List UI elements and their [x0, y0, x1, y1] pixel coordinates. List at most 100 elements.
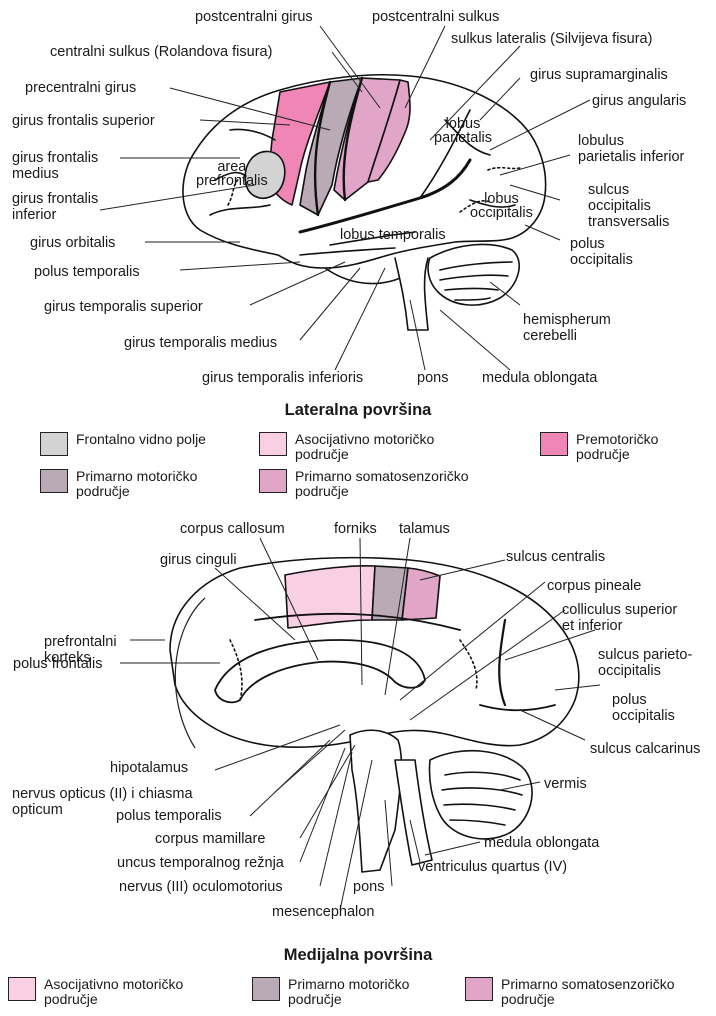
- lateral-surface-title: Lateralna površina: [0, 401, 716, 420]
- legend-text: Primarno motoričkopodručje: [76, 469, 197, 499]
- label-pineal-body: corpus pineale: [547, 578, 641, 594]
- label-inferior-frontal-gyrus: girus frontalis inferior: [12, 191, 98, 223]
- label-colliculi-line1: colliculus superior: [562, 602, 677, 618]
- label-occipital-pole-medial-line1: polus: [612, 692, 675, 708]
- label-thalamus: talamus: [399, 521, 450, 537]
- label-medulla-medial: medula oblongata: [484, 835, 599, 851]
- label-occipital-lobe-line2: occipitalis: [470, 206, 533, 220]
- legend-text: Frontalno vidno polje: [76, 432, 206, 447]
- legend-text: Primarno motoričkopodručje: [288, 977, 409, 1007]
- legend-text-line2: područje: [501, 992, 675, 1007]
- label-parietal-lobe-line1: lobus: [434, 117, 492, 131]
- label-fornix: forniks: [334, 521, 377, 537]
- label-inferior-temporal-gyrus: girus temporalis inferioris: [202, 370, 363, 386]
- legend-frontal-eye-field: Frontalno vidno polje: [40, 432, 206, 456]
- label-inferior-parietal-line1: lobulus: [578, 133, 684, 149]
- legend-swatch: [40, 432, 68, 456]
- label-vermis: vermis: [544, 776, 587, 792]
- legend-swatch: [40, 469, 68, 493]
- label-occipital-pole-line1: polus: [570, 236, 633, 252]
- label-middle-frontal-line1: girus frontalis: [12, 150, 98, 166]
- legend-swatch: [259, 469, 287, 493]
- label-parietal-lobe: lobus parietalis: [434, 117, 492, 145]
- label-temporal-lobe: lobus temporalis: [340, 227, 446, 243]
- label-occipital-pole-medial-line2: occipitalis: [612, 708, 675, 724]
- label-transverse-occipital-line3: transversalis: [588, 214, 669, 230]
- label-lateral-sulcus: sulkus lateralis (Silvijeva fisura): [451, 31, 652, 47]
- legend-swatch: [540, 432, 568, 456]
- legend-text-line1: Primarno motoričko: [76, 469, 197, 484]
- label-optic-nerve-line1: nervus opticus (II) i chiasma: [12, 786, 193, 802]
- legend-swatch: [465, 977, 493, 1001]
- label-prefrontal-area-line1: area: [196, 160, 268, 174]
- legend-swatch: [259, 432, 287, 456]
- label-prefrontal-area-line2: prefrontalis: [196, 174, 268, 188]
- label-mamillary-body: corpus mamillare: [155, 831, 265, 847]
- label-calcarine-sulcus: sulcus calcarinus: [590, 741, 700, 757]
- label-cerebellar-hemisphere-line1: hemispherum: [523, 312, 611, 328]
- label-middle-frontal-line2: medius: [12, 166, 98, 182]
- label-postcentral-sulcus: postcentralni sulkus: [372, 9, 499, 25]
- legend-text-line1: Asocijativno motoričko: [44, 977, 183, 992]
- label-central-sulcus: centralni sulkus (Rolandova fisura): [50, 44, 272, 60]
- label-occipital-pole-medial: polus occipitalis: [612, 692, 675, 724]
- label-transverse-occipital-line1: sulcus: [588, 182, 669, 198]
- label-parieto-occipital-line1: sulcus parieto-: [598, 647, 692, 663]
- label-colliculi: colliculus superior et inferior: [562, 602, 677, 634]
- label-temporal-pole: polus temporalis: [34, 264, 140, 280]
- label-occipital-pole: polus occipitalis: [570, 236, 633, 268]
- label-hypothalamus: hipotalamus: [110, 760, 188, 776]
- legend-text-line2: područje: [288, 992, 409, 1007]
- legend-text-line1: Primarno motoričko: [288, 977, 409, 992]
- legend-text-line1: Frontalno vidno polje: [76, 432, 206, 447]
- label-cerebellar-hemisphere: hemispherum cerebelli: [523, 312, 611, 344]
- label-inferior-parietal-line2: parietalis inferior: [578, 149, 684, 165]
- label-precentral-gyrus: precentralni girus: [25, 80, 136, 96]
- label-inferior-frontal-line2: inferior: [12, 207, 98, 223]
- label-parieto-occipital-line2: occipitalis: [598, 663, 692, 679]
- label-prefrontal-area: area prefrontalis: [196, 160, 268, 188]
- label-uncus: uncus temporalnog režnja: [117, 855, 284, 871]
- label-occipital-lobe-line1: lobus: [470, 192, 533, 206]
- label-frontal-pole: polus frontalis: [13, 656, 102, 672]
- label-cerebellar-hemisphere-line2: cerebelli: [523, 328, 611, 344]
- label-medulla-lateral: medula oblongata: [482, 370, 597, 386]
- label-superior-frontal-gyrus: girus frontalis superior: [12, 113, 155, 129]
- legend-text-line1: Premotoričko: [576, 432, 658, 447]
- label-prefrontal-cortex-line1: prefrontalni: [44, 634, 117, 650]
- label-pons-lateral: pons: [417, 370, 448, 386]
- label-occipital-pole-line2: occipitalis: [570, 252, 633, 268]
- label-inferior-parietal-lobule: lobulus parietalis inferior: [578, 133, 684, 165]
- label-transverse-occipital-line2: occipitalis: [588, 198, 669, 214]
- legend-swatch: [252, 977, 280, 1001]
- label-middle-temporal-gyrus: girus temporalis medius: [124, 335, 277, 351]
- legend-text-line1: Asocijativno motoričko: [295, 432, 434, 447]
- label-middle-frontal-gyrus: girus frontalis medius: [12, 150, 98, 182]
- label-oculomotor-nerve: nervus (III) oculomotorius: [119, 879, 283, 895]
- legend-text-line2: područje: [295, 484, 469, 499]
- label-inferior-frontal-line1: girus frontalis: [12, 191, 98, 207]
- legend-text-line1: Primarno somatosenzoričko: [295, 469, 469, 484]
- label-orbital-gyrus: girus orbitalis: [30, 235, 115, 251]
- label-postcentral-gyrus: postcentralni girus: [195, 9, 313, 25]
- label-cingulate-gyrus: girus cinguli: [160, 552, 237, 568]
- label-temporal-pole-medial: polus temporalis: [116, 808, 222, 824]
- legend-text-line2: područje: [295, 447, 434, 462]
- label-transverse-occipital-sulcus: sulcus occipitalis transversalis: [588, 182, 669, 230]
- legend-text: Asocijativno motoričkopodručje: [44, 977, 183, 1007]
- medial-surface-title: Medijalna površina: [0, 946, 716, 965]
- label-fourth-ventricle: ventriculus quartus (IV): [418, 859, 567, 875]
- legend-text-line2: područje: [76, 484, 197, 499]
- label-parietal-lobe-line2: parietalis: [434, 131, 492, 145]
- label-superior-temporal-gyrus: girus temporalis superior: [44, 299, 203, 315]
